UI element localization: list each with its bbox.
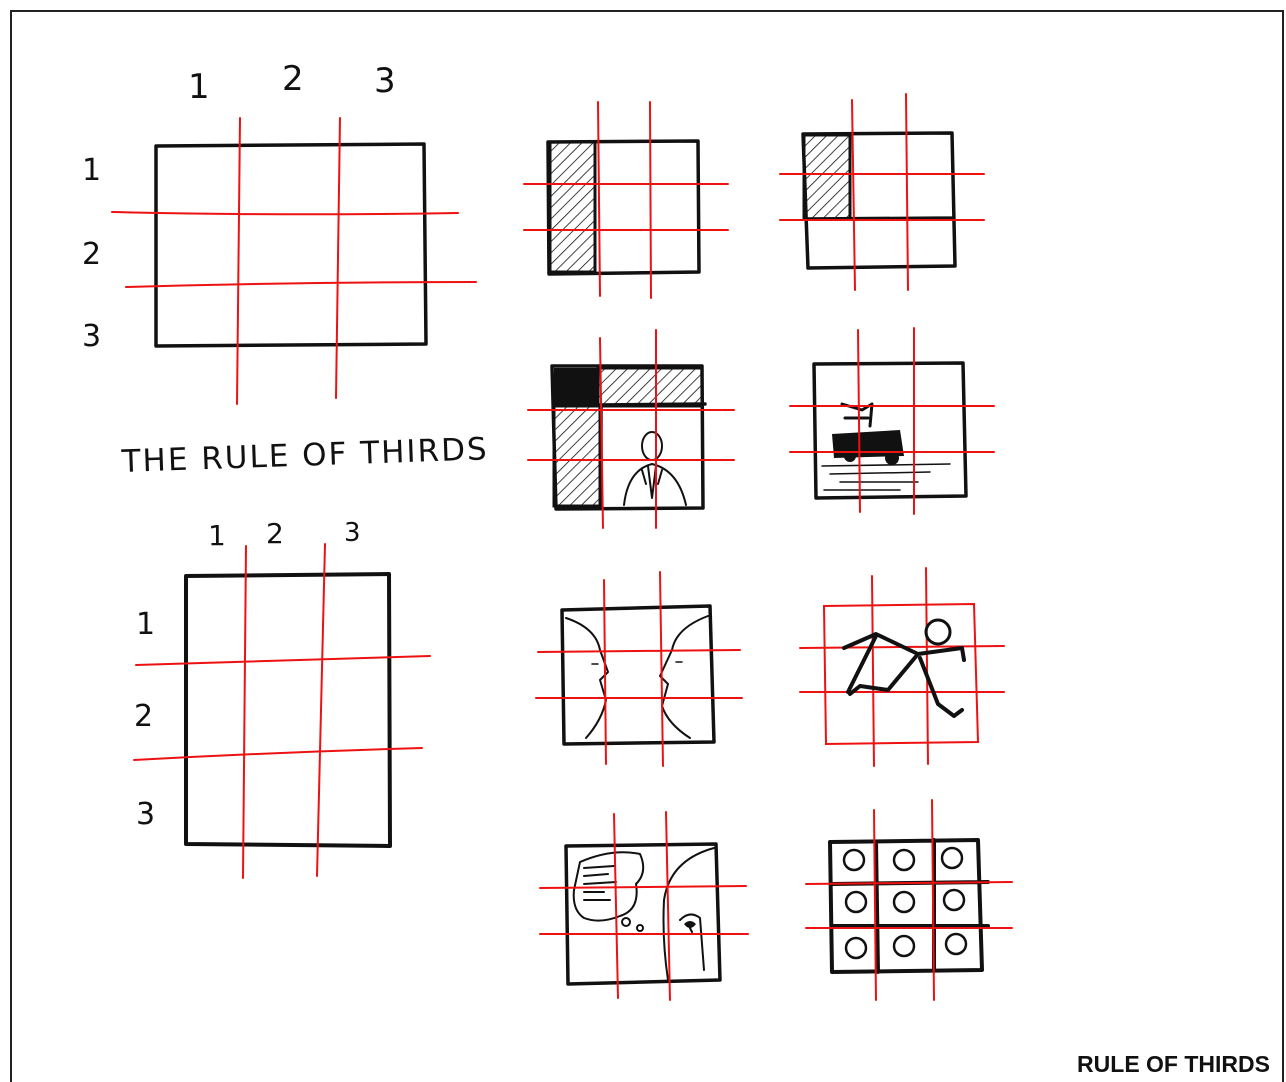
tractor-on-horizon-icon bbox=[822, 404, 950, 490]
portrait-col-number-3: 3 bbox=[344, 518, 361, 548]
example-thumbnail-1 bbox=[524, 102, 728, 298]
landscape-frame-diagram: 1 2 3 1 2 3 bbox=[82, 59, 476, 404]
landscape-row-number-3: 3 bbox=[82, 319, 101, 354]
landscape-col-number-3: 3 bbox=[374, 61, 396, 101]
landscape-row-number-1: 1 bbox=[82, 153, 101, 188]
portrait-frame-border bbox=[186, 574, 390, 846]
running-figure-icon bbox=[844, 620, 964, 716]
page-border bbox=[11, 11, 1283, 1082]
caption-title: RULE OF THIRDS bbox=[1077, 1051, 1270, 1078]
example-thumbnail-7 bbox=[540, 812, 748, 1000]
example-thumbnail-4 bbox=[790, 328, 994, 514]
facing-profiles-icon bbox=[566, 616, 708, 738]
portrait-row-number-1: 1 bbox=[136, 607, 155, 642]
example-thumbnail-2 bbox=[780, 94, 984, 290]
portrait-grid-lines bbox=[134, 544, 430, 878]
hatched-top-left-block-icon bbox=[804, 135, 850, 219]
example-thumbnail-6 bbox=[800, 568, 1004, 766]
portrait-col-number-1: 1 bbox=[208, 519, 226, 552]
faces-grid-icon bbox=[844, 848, 966, 958]
portrait-row-number-2: 2 bbox=[134, 699, 153, 734]
landscape-frame-border bbox=[156, 144, 426, 346]
portrait-row-number-3: 3 bbox=[136, 797, 155, 832]
landscape-grid-lines bbox=[112, 118, 476, 404]
landscape-row-number-2: 2 bbox=[82, 237, 101, 272]
portrait-frame-diagram: 1 2 3 1 2 3 bbox=[134, 517, 430, 878]
hatched-left-third-icon bbox=[550, 142, 595, 272]
example-thumbnail-5 bbox=[536, 572, 742, 766]
example-thumbnail-8 bbox=[806, 800, 1012, 1000]
handwritten-heading: THE RULE OF THIRDS bbox=[120, 431, 489, 480]
portrait-col-number-2: 2 bbox=[266, 517, 284, 550]
thinking-head-icon bbox=[574, 848, 714, 980]
landscape-col-number-2: 2 bbox=[282, 59, 304, 99]
landscape-col-number-1: 1 bbox=[188, 67, 210, 107]
example-thumbnail-3 bbox=[528, 330, 734, 528]
